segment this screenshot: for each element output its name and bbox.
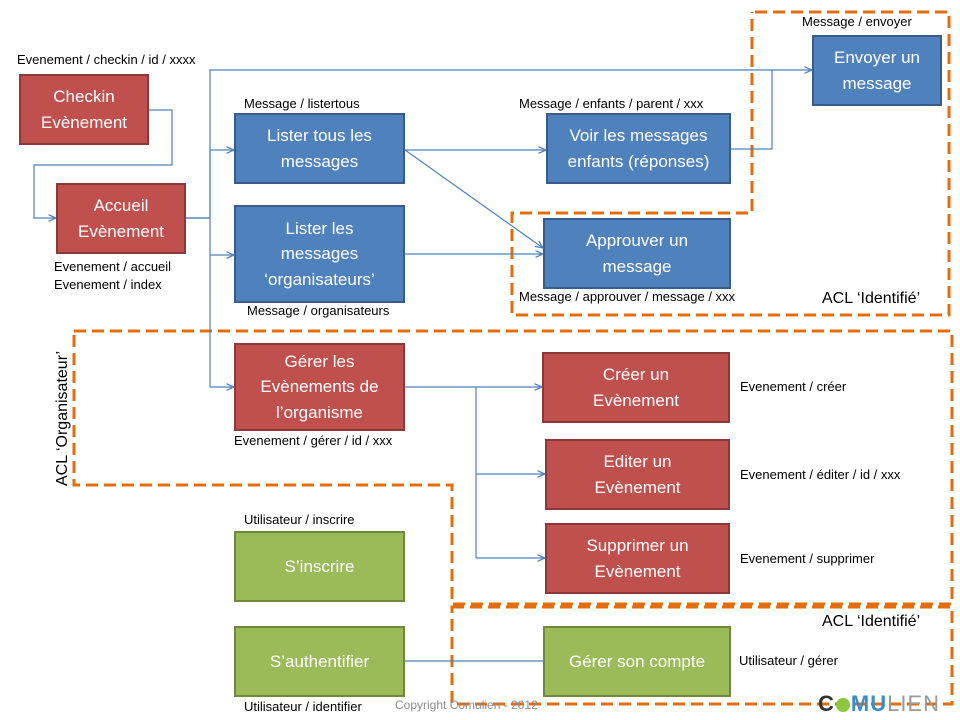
envoyer-message-box[interactable]: Envoyer un message [812,35,942,106]
route-enfants: Message / enfants / parent / xxx [519,96,704,111]
connector-voir-envoyer [731,70,773,150]
logo-lien: LIEN [887,691,941,716]
acl-identifie-bottom-region [450,605,954,706]
creer-evenement-box[interactable]: Créer un Evènement [542,352,730,423]
route-checkin: Evenement / checkin / id / xxxx [17,52,196,67]
gerer-son-compte-box[interactable]: Gérer son compte [543,626,731,697]
route-index: Evenement / index [54,277,162,292]
route-gerer-compte: Utilisateur / gérer [739,653,838,668]
voir-messages-enfants-box[interactable]: Voir les messages enfants (réponses) [546,113,731,184]
inscrire-box[interactable]: S’inscrire [234,531,405,602]
route-identifier: Utilisateur / identifier [244,699,362,714]
logo-co: C [818,691,835,716]
editer-evenement-box[interactable]: Editer un Evènement [545,439,730,510]
acl-organisateur-label: ACL ‘Organisateur’ [54,350,71,486]
accueil-event-box[interactable]: Accueil Evènement [56,183,186,254]
lister-tous-messages-box[interactable]: Lister tous les messages [234,113,405,184]
connector-checkin-accueil [33,109,173,218]
authentifier-box[interactable]: S’authentifier [234,626,405,697]
route-creer: Evenement / créer [740,379,847,394]
logo-dot-icon [835,698,850,713]
comulien-logo: C MULIEN [818,691,940,717]
copyright-text: Copyright Comulien - 2012 [395,698,538,712]
acl-identifie-top-label: ACL ‘Identifié’ [822,290,921,307]
route-inscrire: Utilisateur / inscrire [244,512,355,527]
connector-lister-approuver [404,149,543,248]
route-organisateurs: Message / organisateurs [247,303,390,318]
checkin-event-box[interactable]: Checkin Evènement [19,74,149,145]
route-listertous: Message / listertous [244,96,360,111]
acl-identifie-bottom-label: ACL ‘Identifié’ [822,613,921,630]
route-supprimer: Evenement / supprimer [740,551,875,566]
approuver-message-box[interactable]: Approuver un message [543,218,731,289]
connector-gerer-branch [405,386,477,558]
logo-mu: MU [850,691,888,716]
route-approuver: Message / approuver / message / xxx [519,289,736,304]
lister-messages-organisateurs-box[interactable]: Lister les messages ‘organisateurs’ [234,205,405,303]
gerer-evenements-box[interactable]: Gérer les Evènements de l’organisme [234,343,405,431]
route-editer: Evenement / éditer / id / xxx [740,467,901,482]
connector-accueil-envoyer [186,70,812,219]
route-gerer: Evenement / gérer / id / xxx [234,433,393,448]
acl-organisateur-region [72,329,954,606]
supprimer-evenement-box[interactable]: Supprimer un Evènement [545,523,730,594]
route-envoyer: Message / envoyer [802,14,912,29]
route-accueil: Evenement / accueil [54,259,172,274]
